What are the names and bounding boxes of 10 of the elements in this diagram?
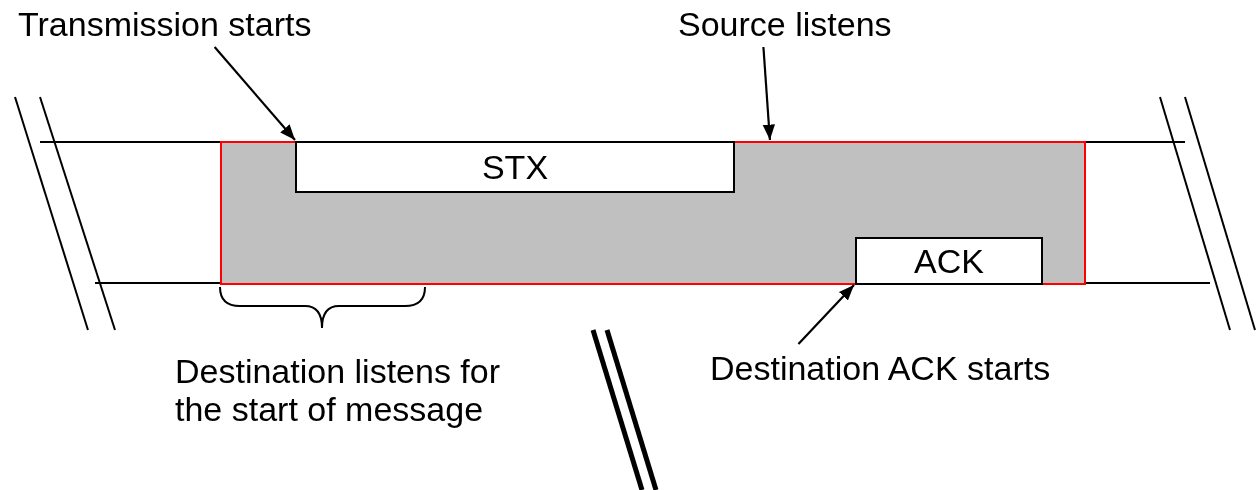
arrow xyxy=(213,46,296,141)
arrow xyxy=(762,46,775,141)
frame-box: ACK xyxy=(855,237,1043,285)
frame-box: STX xyxy=(295,141,735,193)
arrow xyxy=(797,284,855,345)
annotation-text: Transmission starts xyxy=(18,4,312,44)
annotation-text: Destination ACK starts xyxy=(710,348,1051,388)
annotation-text: Source listens xyxy=(678,4,892,44)
annotation-text: Destination listens for the start of message xyxy=(175,352,502,428)
shaded-interval xyxy=(220,141,1086,285)
